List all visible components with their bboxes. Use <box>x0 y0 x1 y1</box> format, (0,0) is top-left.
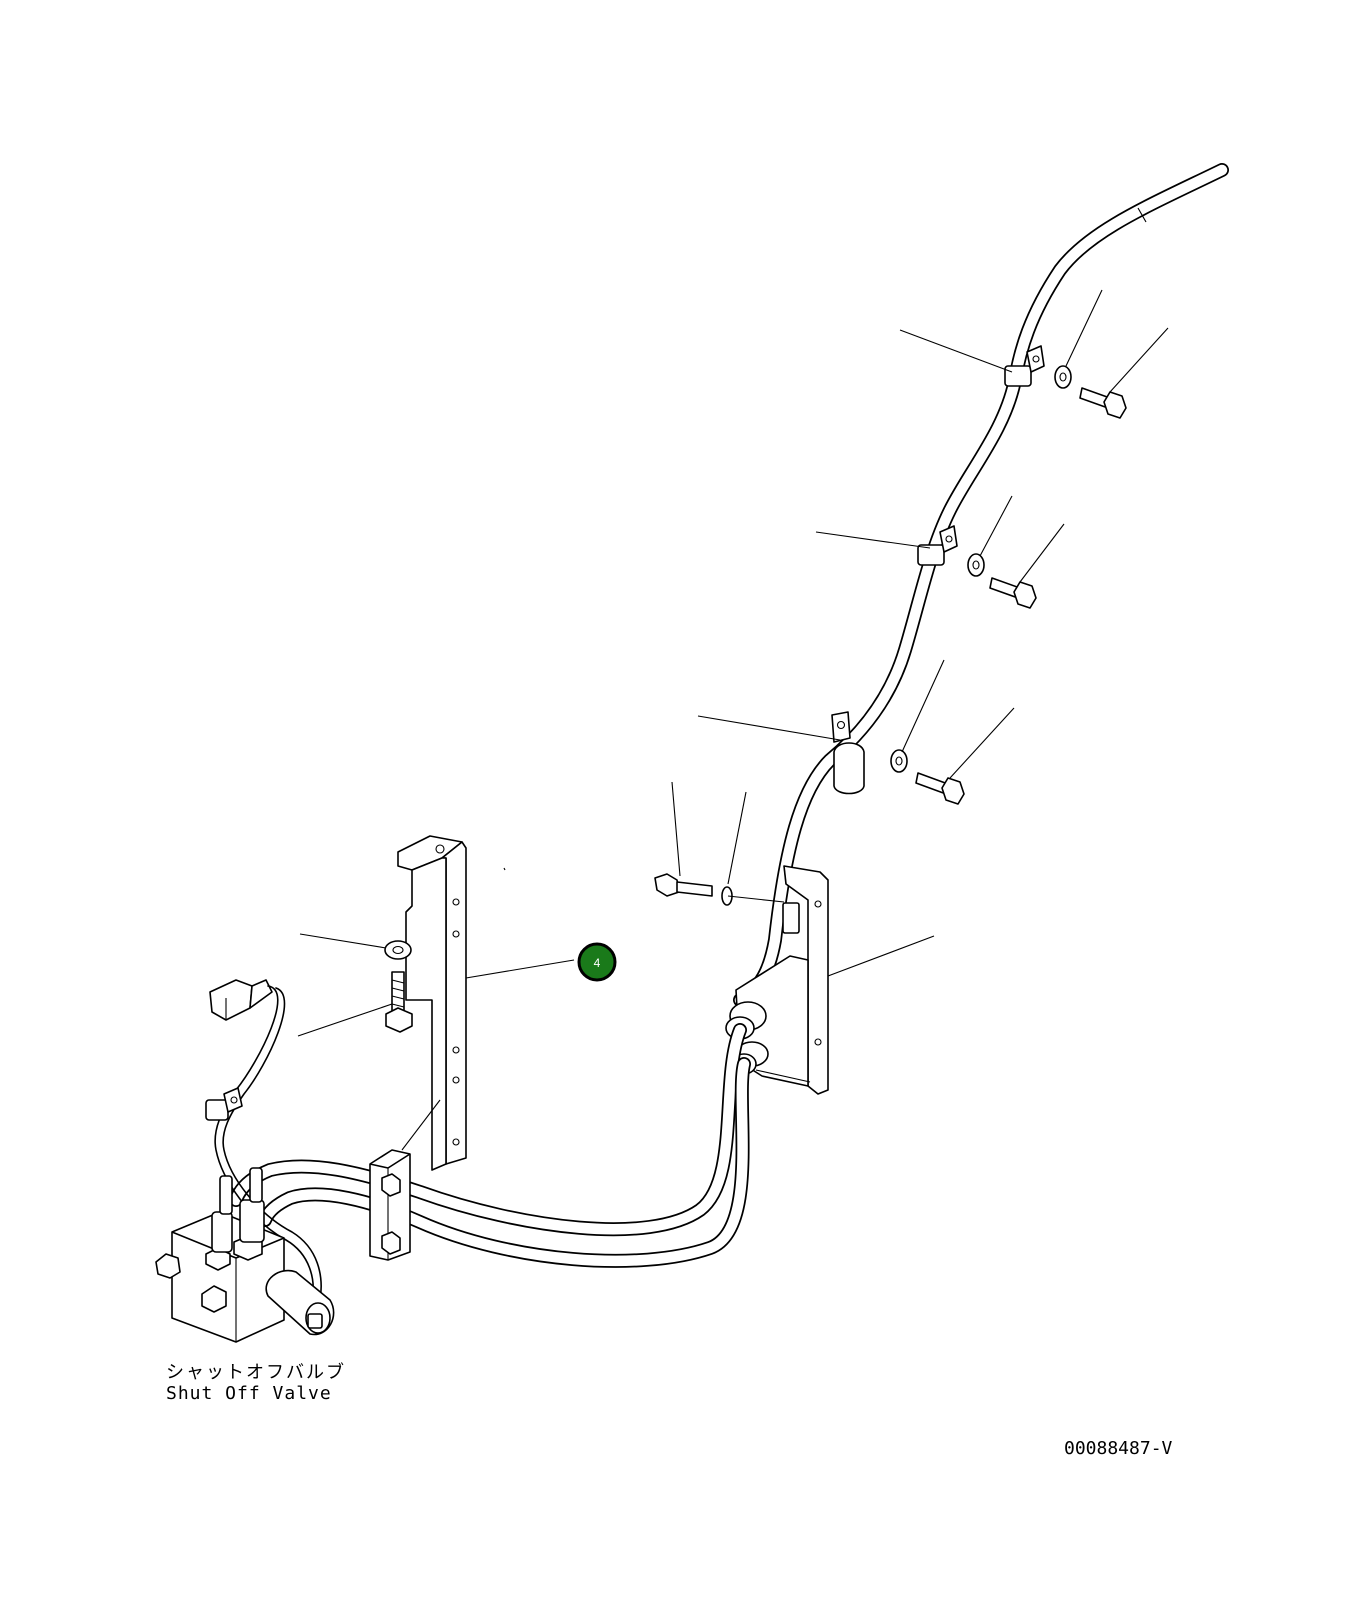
callout-4[interactable]: 4 <box>577 942 617 982</box>
washer-1 <box>1054 365 1072 389</box>
bolt-4 <box>654 873 713 897</box>
bolt-2 <box>989 577 1037 609</box>
hose-clamp-3 <box>831 711 865 795</box>
wire-harness <box>205 985 322 1301</box>
hose-clamp-2 <box>917 525 958 566</box>
washer-2 <box>967 553 985 577</box>
left-bracket <box>397 835 467 1171</box>
leader-lines <box>297 289 1169 1083</box>
washer-3 <box>890 749 908 773</box>
component-label-english: Shut Off Valve <box>166 1383 332 1404</box>
bolt-1 <box>1079 387 1127 419</box>
callout-4-circle <box>577 942 617 982</box>
connector <box>209 979 273 1021</box>
bolt-3 <box>915 772 965 805</box>
shut-off-valve <box>155 1167 335 1343</box>
callout-4-number: 4 <box>594 956 601 970</box>
hose-clamp-1 <box>1004 345 1045 387</box>
drawing-number: 00088487-V <box>1064 1438 1173 1459</box>
supply-hoses <box>229 1023 751 1268</box>
component-label-japanese: シャットオフバルブ <box>166 1362 346 1383</box>
washer-5 <box>384 940 412 960</box>
bolt-5 <box>385 971 413 1033</box>
double-hose-clamp <box>369 1099 441 1261</box>
